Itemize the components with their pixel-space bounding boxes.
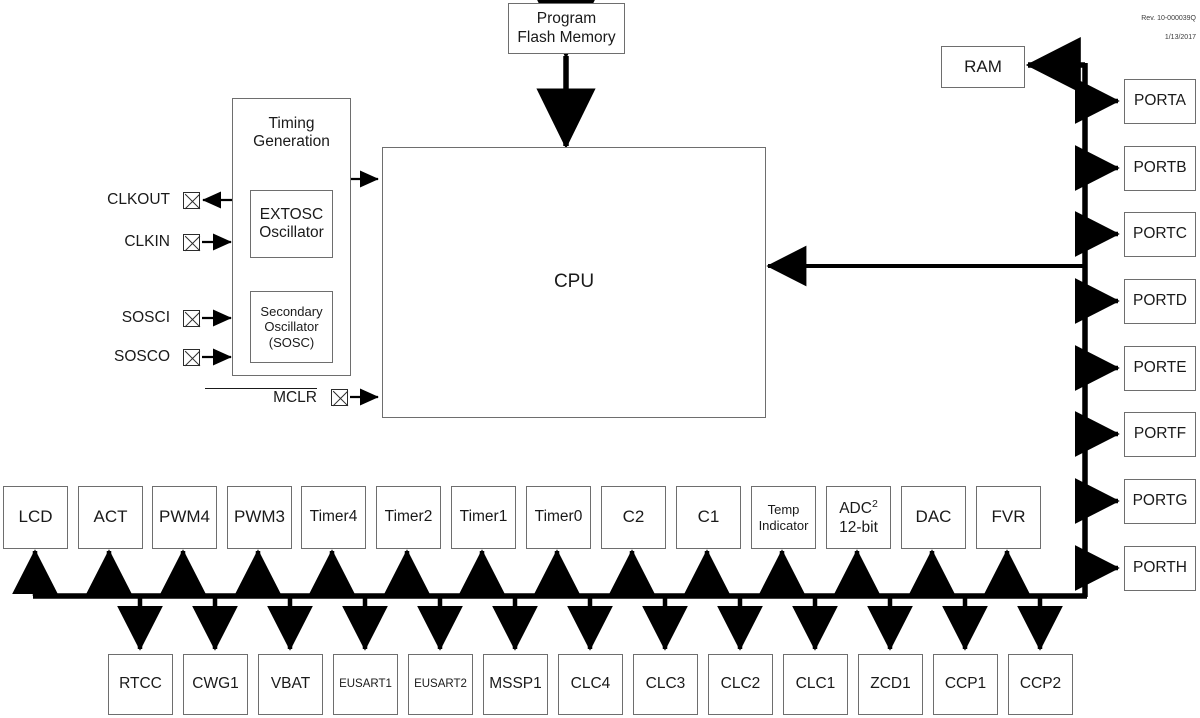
ram-label: RAM — [964, 56, 1002, 76]
block-lcd[interactable]: LCD — [3, 486, 68, 549]
program-flash-label: Program Flash Memory — [517, 10, 616, 46]
block-c2[interactable]: C2 — [601, 486, 666, 549]
portc-label: PORTC — [1133, 225, 1187, 243]
revision-date: 1/13/2017 — [1164, 34, 1196, 42]
eusart2-label: EUSART2 — [414, 677, 467, 690]
ccp2-label: CCP2 — [1019, 675, 1062, 693]
pin-pad-clkout[interactable] — [183, 192, 200, 209]
block-portb[interactable]: PORTB — [1124, 146, 1196, 191]
block-extosc-oscillator[interactable]: EXTOSC Oscillator — [250, 190, 333, 258]
pwm4-label: PWM4 — [159, 507, 210, 527]
block-porth[interactable]: PORTH — [1124, 546, 1196, 591]
cpu-label: CPU — [553, 271, 595, 293]
block-secondary-oscillator[interactable]: Secondary Oscillator (SOSC) — [250, 291, 333, 363]
block-pwm4[interactable]: PWM4 — [152, 486, 217, 549]
timer0-label: Timer0 — [534, 508, 583, 526]
act-label: ACT — [93, 507, 128, 527]
block-clc4[interactable]: CLC4 — [558, 654, 623, 715]
block-eusart2[interactable]: EUSART2 — [408, 654, 473, 715]
timer1-label: Timer1 — [459, 508, 508, 526]
wire-bus-ports — [1074, 78, 1120, 591]
porta-label: PORTA — [1134, 92, 1186, 110]
portb-label: PORTB — [1133, 159, 1187, 177]
block-adc[interactable]: ADC2 12-bit — [826, 486, 891, 549]
pin-pad-clkin[interactable] — [183, 234, 200, 251]
block-clc2[interactable]: CLC2 — [708, 654, 773, 715]
pin-label-sosci: SOSCI — [121, 309, 170, 326]
block-portg[interactable]: PORTG — [1124, 479, 1196, 524]
pwm3-label: PWM3 — [234, 507, 285, 527]
pin-label-clkout: CLKOUT — [107, 191, 170, 208]
block-clc3[interactable]: CLC3 — [633, 654, 698, 715]
portf-label: PORTF — [1133, 425, 1187, 443]
sosc-label: Secondary Oscillator (SOSC) — [260, 304, 323, 350]
wire-bus-peripherals-bottom — [117, 596, 1063, 651]
block-cwg1[interactable]: CWG1 — [183, 654, 248, 715]
timing-generation-label: Timing Generation — [253, 115, 330, 151]
pin-pad-sosco[interactable] — [183, 349, 200, 366]
clc3-label: CLC3 — [645, 675, 686, 693]
mssp1-label: MSSP1 — [489, 675, 542, 693]
block-timer0[interactable]: Timer0 — [526, 486, 591, 549]
pin-pad-mclr[interactable] — [331, 389, 348, 406]
zcd1-label: ZCD1 — [870, 675, 911, 693]
adc-resolution-label: 12-bit — [839, 518, 878, 536]
block-portd[interactable]: PORTD — [1124, 279, 1196, 324]
ccp1-label: CCP1 — [944, 675, 987, 693]
block-portf[interactable]: PORTF — [1124, 412, 1196, 457]
adc-label: ADC2 — [839, 498, 878, 518]
block-act[interactable]: ACT — [78, 486, 143, 549]
block-timer2[interactable]: Timer2 — [376, 486, 441, 549]
block-ram[interactable]: RAM — [941, 46, 1025, 88]
fvr-label: FVR — [991, 507, 1026, 527]
block-timer1[interactable]: Timer1 — [451, 486, 516, 549]
block-portc[interactable]: PORTC — [1124, 212, 1196, 257]
lcd-label: LCD — [18, 507, 53, 527]
block-pwm3[interactable]: PWM3 — [227, 486, 292, 549]
block-cpu[interactable]: CPU — [382, 147, 766, 418]
pin-pad-sosci[interactable] — [183, 310, 200, 327]
extosc-label: EXTOSC Oscillator — [259, 205, 324, 241]
clc4-label: CLC4 — [570, 675, 611, 693]
clc1-label: CLC1 — [795, 675, 836, 693]
portd-label: PORTD — [1133, 292, 1187, 310]
block-ccp2[interactable]: CCP2 — [1008, 654, 1073, 715]
dac-label: DAC — [915, 507, 952, 527]
timer2-label: Timer2 — [384, 508, 433, 526]
block-temp-indicator[interactable]: Temp Indicator — [751, 486, 816, 549]
block-c1[interactable]: C1 — [676, 486, 741, 549]
rtcc-label: RTCC — [119, 675, 162, 693]
block-program-flash-memory[interactable]: Program Flash Memory — [508, 3, 625, 54]
block-clc1[interactable]: CLC1 — [783, 654, 848, 715]
clc2-label: CLC2 — [720, 675, 761, 693]
block-vbat[interactable]: VBAT — [258, 654, 323, 715]
porte-label: PORTE — [1133, 359, 1187, 377]
block-timer4[interactable]: Timer4 — [301, 486, 366, 549]
vbat-label: VBAT — [270, 675, 311, 693]
block-ccp1[interactable]: CCP1 — [933, 654, 998, 715]
portg-label: PORTG — [1132, 492, 1188, 510]
porth-label: PORTH — [1133, 559, 1187, 577]
timer4-label: Timer4 — [309, 508, 358, 526]
c2-label: C2 — [622, 507, 645, 527]
c1-label: C1 — [697, 507, 720, 527]
block-porte[interactable]: PORTE — [1124, 346, 1196, 391]
block-zcd1[interactable]: ZCD1 — [858, 654, 923, 715]
revision-id: Rev. 10-000039Q — [1141, 15, 1196, 23]
pin-label-mclr: MCLR — [205, 388, 317, 407]
block-eusart1[interactable]: EUSART1 — [333, 654, 398, 715]
pin-label-clkin: CLKIN — [124, 233, 170, 250]
wire-bus-peripherals-top — [12, 549, 1030, 596]
block-rtcc[interactable]: RTCC — [108, 654, 173, 715]
block-mssp1[interactable]: MSSP1 — [483, 654, 548, 715]
revision-note: Rev. 10-000039Q 1/13/2017 — [1141, 5, 1196, 52]
temp-indicator-label: Temp Indicator — [758, 502, 809, 533]
cwg1-label: CWG1 — [192, 675, 239, 693]
pin-label-sosco: SOSCO — [114, 348, 170, 365]
eusart1-label: EUSART1 — [339, 677, 392, 690]
block-fvr[interactable]: FVR — [976, 486, 1041, 549]
block-dac[interactable]: DAC — [901, 486, 966, 549]
block-porta[interactable]: PORTA — [1124, 79, 1196, 124]
